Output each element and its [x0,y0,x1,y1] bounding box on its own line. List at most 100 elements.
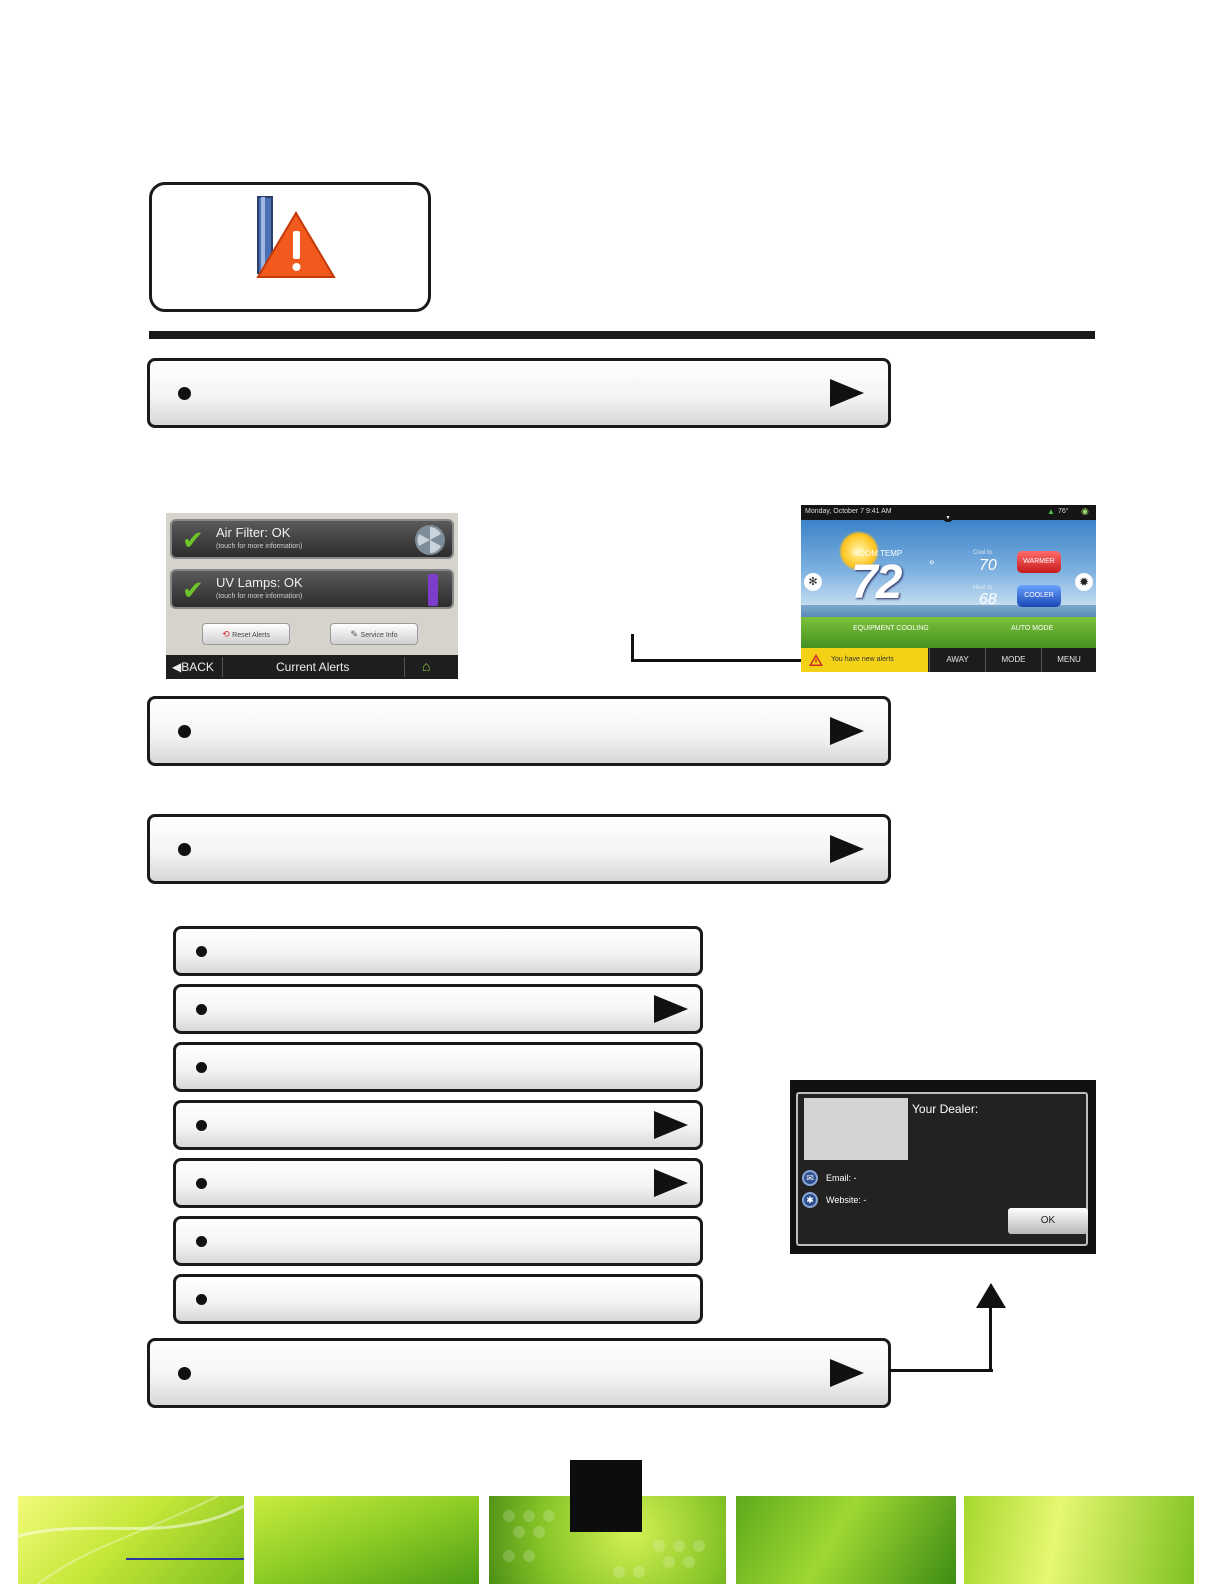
dealer-website: Website: - [826,1195,867,1205]
mode-button[interactable]: MODE [985,648,1041,672]
leaf-texture [18,1496,244,1584]
tree-icon: ▲ [1047,507,1055,516]
cool-to-label: Cool to [973,550,993,556]
lake-background [801,605,1096,619]
alert-title: UV Lamps: OK [216,575,303,590]
alert-subtitle: (touch for more information) [216,543,303,550]
footer-leaf-image [18,1496,244,1584]
screen-title: Current Alerts [276,660,350,674]
ok-button[interactable]: OK [1008,1208,1088,1234]
website-icon: ✱ [802,1192,818,1208]
hex-texture [503,1510,705,1578]
alert-row-uv-lamps[interactable]: ✔ UV Lamps: OK (touch for more informati… [170,569,454,609]
alert-subtitle: (touch for more information) [216,593,303,600]
sub-bar-2 [173,984,703,1034]
dealer-logo-placeholder [804,1098,908,1160]
sub-bar-1 [173,926,703,976]
arrow-right-icon [830,1359,864,1387]
arrow-up-icon [976,1283,1006,1308]
bullet [178,842,191,856]
new-alerts-button[interactable]: You have new alerts [801,648,928,672]
mode-status: AUTO MODE [1011,625,1054,632]
connector-line [889,1369,993,1372]
home-icon[interactable]: ⌂ [422,658,431,674]
equipment-status: EQUIPMENT COOLING [853,625,929,632]
checkmark-icon: ✔ [182,575,204,605]
email-icon: ✉ [802,1170,818,1186]
arrow-right-icon [830,379,864,407]
bullet [196,1235,207,1247]
fan-icon [415,525,445,555]
step-bar-3 [147,814,891,884]
arrow-right-icon [830,835,864,863]
outdoor-temp: 76° [1058,508,1069,515]
wrench-icon: ✎ [350,629,361,639]
bullet [196,1003,207,1015]
alert-row-air-filter[interactable]: ✔ Air Filter: OK (touch for more informa… [170,519,454,559]
connector-line [989,1304,992,1372]
grass-background [801,617,1096,652]
arrow-right-icon [654,1169,688,1197]
alert-icon-box [149,182,431,312]
sub-bar-4 [173,1100,703,1150]
heat-to-value: 68 [979,591,997,608]
footer-leaf-image [254,1496,479,1584]
sub-bar-7 [173,1274,703,1324]
room-temp-degree: ° [929,557,935,573]
new-alerts-text: You have new alerts [831,656,894,663]
dealer-email: Email: - [826,1173,857,1183]
cool-to-value: 70 [979,557,997,574]
step-bar-2 [147,696,891,766]
thermostat-home-screen: Monday, October 7 9:41 AM ▼ ▲ 76° ◉ ROOM… [801,505,1096,672]
sub-bar-3 [173,1042,703,1092]
uv-lamp-icon [428,574,438,606]
footer-underline [126,1558,244,1560]
bullet [178,386,191,400]
alerts-footer-bar: ◀BACK Current Alerts ⌂ [166,655,458,679]
checkmark-icon: ✔ [182,525,204,555]
fan-icon[interactable]: ✻ [804,573,822,591]
datetime: Monday, October 7 9:41 AM [805,508,892,515]
bullet [196,1119,207,1131]
connector-line [631,634,634,662]
footer-divider [222,657,223,677]
home-nav-bar: You have new alerts AWAY MODE MENU [801,648,1096,672]
current-alerts-screen: ✔ Air Filter: OK (touch for more informa… [166,513,458,679]
filter-alert-icon [256,196,336,278]
footer-divider [404,657,405,677]
back-button[interactable]: ◀BACK [172,660,214,674]
bullet [178,724,191,738]
arrow-right-icon [654,995,688,1023]
menu-button[interactable]: MENU [1041,648,1096,672]
step-bar-1 [147,358,891,428]
dealer-info-popup: Your Dealer: ✉ Email: - ✱ Website: - OK [790,1080,1096,1254]
warmer-button[interactable]: WARMER [1017,551,1061,573]
away-button[interactable]: AWAY [929,648,985,672]
reset-alerts-button[interactable]: ⟲ Reset Alerts [202,623,290,645]
arrow-right-icon [830,717,864,745]
bullet [196,945,207,957]
bullet [196,1061,207,1073]
service-info-button[interactable]: ✎ Service Info [330,623,418,645]
connector-line [631,659,802,662]
alert-title: Air Filter: OK [216,525,291,540]
room-temp-label: ROOM TEMP [853,549,903,558]
bullet [196,1177,207,1189]
status-bar: Monday, October 7 9:41 AM ▼ ▲ 76° ◉ [801,505,1096,522]
cooler-button[interactable]: COOLER [1017,585,1061,607]
footer-leaf-image [736,1496,956,1584]
step-bar-4 [147,1338,891,1408]
settings-gear-icon[interactable]: ✹ [1075,573,1093,591]
dropdown-tab-icon[interactable]: ▼ [942,514,954,522]
sun-icon [839,531,879,571]
sub-bar-6 [173,1216,703,1266]
section-divider [149,331,1095,339]
arrow-right-icon [654,1111,688,1139]
dealer-dialog: Your Dealer: ✉ Email: - ✱ Website: - OK [796,1092,1088,1246]
warning-icon [809,654,823,666]
page-number-tab [570,1460,642,1532]
heat-to-label: Heat to [973,585,993,591]
sub-bar-5 [173,1158,703,1208]
dealer-title: Your Dealer: [912,1102,979,1116]
bullet [196,1293,207,1305]
